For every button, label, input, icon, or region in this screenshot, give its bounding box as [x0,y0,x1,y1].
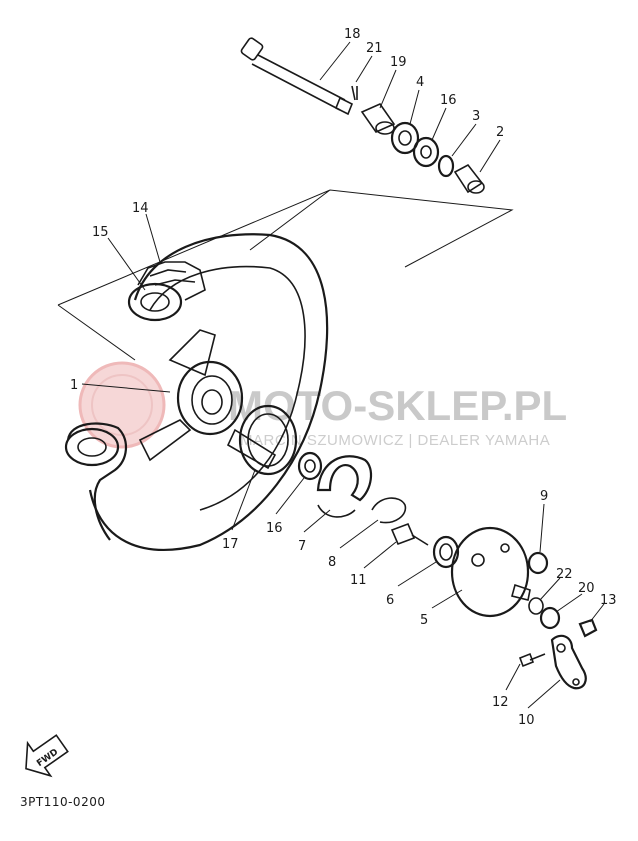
assembly-outline [57,189,514,361]
fwd-arrow-icon: FWD [25,734,69,778]
watermark-brand: MOTO-SKLEP.PL [228,382,567,429]
callout-20: 20 [578,581,595,596]
washer-22 [528,597,544,615]
tire [64,233,329,551]
nut-13 [578,618,598,638]
callout-15: 15 [92,225,109,240]
callout-8: 8 [328,555,336,570]
callout-9: 9 [540,489,548,504]
callout-5: 5 [420,613,428,628]
watermark-dealer: MARCIN SZUMOWICZ | DEALER YAMAHA [240,432,550,449]
brake-plate [450,526,531,618]
bearing-left [297,451,323,481]
brake-spring [371,497,407,524]
bolt-12 [518,652,546,668]
callout-6: 6 [386,593,394,608]
leader-lines [81,41,605,709]
brake-cam [390,522,429,546]
cotter-pin [351,85,358,101]
oil-seal-left [432,535,460,569]
callout-10: 10 [518,713,535,728]
watermark: MOTO-SKLEP.PL MARCIN SZUMOWICZ | DEALER … [78,361,567,449]
hub-seal-ring [238,404,298,476]
callout-14: 14 [132,201,149,216]
callout-12: 12 [492,695,509,710]
callout-7: 7 [298,539,306,554]
bearing-right-inner [412,136,440,168]
nut-20 [539,606,561,630]
callout-11: 11 [350,573,367,588]
bearing-right [390,121,420,155]
axle [240,37,354,116]
oil-seal-right [437,154,455,178]
callout-19: 19 [390,55,407,70]
spacer-right [453,163,485,194]
callout-1: 1 [70,378,78,393]
brake-shoe [316,455,373,518]
collar [360,103,396,135]
brake-arm [550,634,587,690]
callout-16-bottom: 16 [266,521,283,536]
callouts: 18 21 19 4 16 3 2 14 15 1 17 16 7 8 11 6… [70,27,617,728]
callout-13: 13 [600,593,617,608]
nut-9 [527,551,549,575]
callout-21: 21 [366,41,383,56]
callout-18: 18 [344,27,361,42]
callout-17: 17 [222,537,239,552]
diagram-code: 3PT110-0200 [20,795,105,809]
callout-3: 3 [472,109,480,124]
wheel-hub [138,329,277,470]
callout-16-top: 16 [440,93,457,108]
callout-4: 4 [416,75,424,90]
callout-2: 2 [496,125,504,140]
callout-22: 22 [556,567,573,582]
